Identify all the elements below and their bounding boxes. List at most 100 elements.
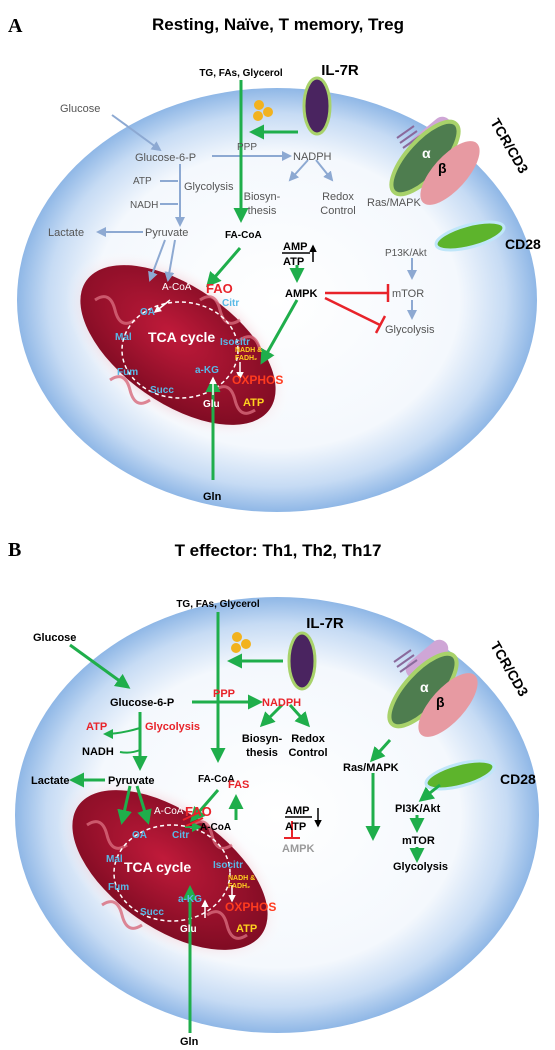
biosynthesis-line1: Biosyn- <box>244 191 281 203</box>
isocitr-label: Isocitr <box>220 337 250 348</box>
fum-label: Fum <box>117 367 138 378</box>
fao-label: FAO <box>206 281 233 296</box>
pyruvate-label: Pyruvate <box>108 775 154 787</box>
biosynthesis-line2: thesis <box>248 205 277 217</box>
isocitr-label: Isocitr <box>213 860 243 871</box>
redox-line2: Control <box>288 747 327 759</box>
acoa-label: A-CoA <box>154 806 184 817</box>
nadph-label: NADPH <box>293 151 332 163</box>
citr-label: Citr <box>172 830 189 841</box>
oa-label: OA <box>132 830 147 841</box>
fum-label: Fum <box>108 882 129 893</box>
redox-line1: Redox <box>291 733 326 745</box>
ampk-label: AMPK <box>285 288 317 300</box>
glycolysis2-label: Glycolysis <box>385 324 435 336</box>
g6p-label: Glucose-6-P <box>135 152 196 164</box>
tcr-beta: β <box>436 694 445 710</box>
ampk-label: AMPK <box>282 843 314 855</box>
panel-b-labels: TG, FAs, Glycerol IL-7R TCR/CD3 CD28 Glu… <box>31 599 536 1048</box>
panel-b-letter: B <box>8 539 21 561</box>
tcr-cd3-receptor-icon: α β <box>387 639 478 737</box>
panel-a-labels: TG, FAs, Glycerol IL-7R TCR/CD3 CD28 Glu… <box>48 62 541 503</box>
panel-a-title: Resting, Naïve, T memory, Treg <box>152 15 404 34</box>
redox-line2: Control <box>320 205 355 217</box>
fas-label: FAS <box>228 779 249 791</box>
il7r-label: IL-7R <box>306 615 344 632</box>
atp-out-label: ATP <box>243 397 264 409</box>
il7r-receptor-icon <box>231 631 317 691</box>
redox-line1: Redox <box>322 191 354 203</box>
acoa-label: A-CoA <box>162 282 192 293</box>
oxphos-label: OXPHOS <box>232 373 283 387</box>
glucose-label: Glucose <box>33 632 76 644</box>
amp-label: AMP <box>283 241 307 253</box>
gln-label: Gln <box>180 1036 199 1048</box>
tcr-label: TCR/CD3 <box>487 116 531 177</box>
panel-b-arrows <box>69 612 441 1033</box>
glycolysis-label: Glycolysis <box>145 721 200 733</box>
facoa-label: FA-CoA <box>225 230 262 241</box>
atp-small-label: ATP <box>86 721 107 733</box>
lactate-label: Lactate <box>31 775 70 787</box>
glu-label: Glu <box>203 399 220 410</box>
fao-label: FAO <box>185 804 212 819</box>
ppp-label: PPP <box>213 688 235 700</box>
il7r-label: IL-7R <box>321 62 359 79</box>
oxphos-label: OXPHOS <box>225 900 276 914</box>
biosynthesis-line1: Biosyn- <box>242 733 283 745</box>
mal-label: Mal <box>115 332 132 343</box>
biosynthesis-line2: thesis <box>246 747 278 759</box>
panel-b: B T effector: Th1, Th2, Th17 α β <box>8 539 539 1048</box>
oa-label: OA <box>140 307 155 318</box>
nadh-label: NADH <box>82 746 114 758</box>
atp-ratio-label: ATP <box>283 256 304 268</box>
atp-ratio-label: ATP <box>285 821 306 833</box>
glycolysis2-label: Glycolysis <box>393 861 448 873</box>
mitochondrion-icon <box>65 250 291 440</box>
facoa-label: FA-CoA <box>198 774 235 785</box>
rasmapk-label: Ras/MAPK <box>343 762 399 774</box>
gln-label: Gln <box>203 491 222 503</box>
tcr-alpha: α <box>422 145 431 161</box>
il7r-receptor-icon <box>253 76 332 136</box>
panel-b-title: T effector: Th1, Th2, Th17 <box>175 541 382 560</box>
rasmapk-label: Ras/MAPK <box>367 197 421 209</box>
acoa-out-label: A-CoA <box>200 822 231 833</box>
pi3k-label: P13K/Akt <box>385 248 427 259</box>
ppp-label: PPP <box>237 142 257 153</box>
nadh-label: NADH <box>130 200 158 211</box>
nadh-fadh-line1: NADH & <box>235 347 262 354</box>
tg-label: TG, FAs, Glycerol <box>199 68 283 79</box>
nadh-fadh-line2: FADH₂ <box>235 355 257 362</box>
akg-label: a-KG <box>195 365 219 376</box>
cd28-label: CD28 <box>505 236 541 252</box>
panel-a-letter: A <box>8 15 23 37</box>
amp-label: AMP <box>285 805 309 817</box>
akg-label: a-KG <box>178 894 202 905</box>
tcr-beta: β <box>438 160 447 176</box>
glucose-label: Glucose <box>60 103 100 115</box>
tca-label: TCA cycle <box>148 329 215 345</box>
citr-label: Citr <box>222 298 239 309</box>
atp-out-label: ATP <box>236 923 257 935</box>
nadh-fadh-line1: NADH & <box>228 875 255 882</box>
tca-label: TCA cycle <box>124 859 191 875</box>
mtor-label: mTOR <box>402 835 435 847</box>
nadph-label: NADPH <box>262 697 301 709</box>
succ-label: Succ <box>140 907 164 918</box>
cd28-receptor-icon <box>424 759 496 791</box>
nadh-fadh-line2: FADH₂ <box>228 883 250 890</box>
cd28-label: CD28 <box>500 771 536 787</box>
mtor-label: mTOR <box>392 288 424 300</box>
tcr-cd3-receptor-icon: α β <box>389 116 480 205</box>
glu-label: Glu <box>180 924 197 935</box>
tg-label: TG, FAs, Glycerol <box>176 599 260 610</box>
pi3k-label: PI3K/Akt <box>395 803 441 815</box>
cd28-receptor-icon <box>434 220 506 252</box>
tcr-alpha: α <box>420 679 429 695</box>
panel-a: A Resting, Naïve, T memory, Treg α β <box>8 15 541 512</box>
g6p-label: Glucose-6-P <box>110 697 174 709</box>
mal-label: Mal <box>106 854 123 865</box>
pyruvate-label: Pyruvate <box>145 227 188 239</box>
